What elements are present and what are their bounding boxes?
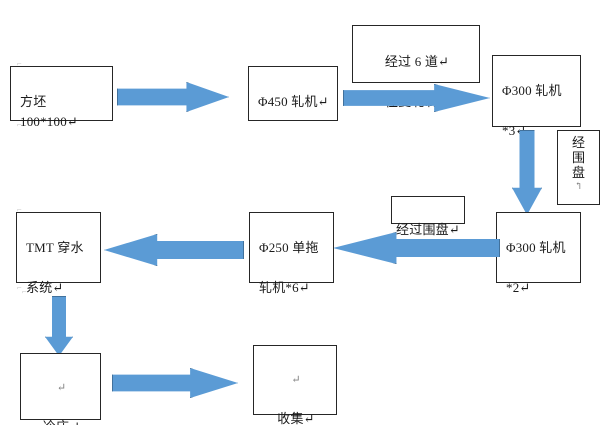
node-cooling-bed-line1: ↵ — [56, 382, 67, 395]
node-collect-line1: ↵ — [291, 374, 301, 387]
coil-note-char-2: 围 — [571, 149, 585, 165]
anchor-mark: ⌐ — [17, 120, 22, 129]
node-tmt-line2: 系统↵ — [26, 280, 64, 296]
arrow-cooling-bed-to-collect — [112, 368, 238, 398]
node-cooling-bed-line2: 冷床↵ — [30, 417, 93, 425]
node-pass-note[interactable]: 经过 6 道↵ 往复轧制↵ — [352, 25, 480, 109]
node-collect[interactable]: ↵ 收集↵ — [253, 345, 337, 425]
arrow-mill300x3-to-mill300x2 — [512, 130, 542, 215]
node-billet[interactable]: 方坯 100*100↵ — [10, 66, 113, 129]
node-collect-line2: 收集↵ — [277, 411, 315, 425]
anchor-mark: ⌐ — [17, 283, 22, 292]
node-mill450-label: Φ450 轧机↵ — [258, 94, 329, 110]
node-coil-note-vertical[interactable]: 经 围 盘 ↰ — [557, 130, 600, 205]
node-billet-label: 方坯 100*100↵ — [20, 94, 78, 130]
node-tmt-line1: TMT 穿水 — [26, 240, 84, 256]
node-tmt[interactable]: TMT 穿水 系统↵ — [16, 212, 101, 295]
arrow-mill300x2-to-mill250x6 — [333, 232, 500, 264]
node-mill300-x3-line1: Φ300 轧机 — [502, 83, 562, 99]
arrow-mill450-to-mill300x3 — [343, 84, 490, 112]
arrow-tmt-to-cooling-bed — [45, 296, 73, 356]
node-cooling-bed[interactable]: ↵ 冷床↵ — [20, 353, 101, 425]
anchor-mark: ⌐ — [22, 287, 27, 296]
node-mill300-x2[interactable]: Φ300 轧机 *2↵ — [496, 212, 581, 295]
node-mill300-x3[interactable]: Φ300 轧机 *3↵ — [492, 55, 581, 138]
node-mill300-x2-line1: Φ300 轧机 — [506, 240, 566, 256]
node-pass-note-line1: 经过 6 道↵ — [384, 54, 450, 70]
node-mill250-x6-line1: Φ250 单拖 — [259, 240, 319, 256]
node-coil-note-label: 经过围盘↵ — [396, 222, 460, 238]
coil-note-char-1: 经 — [571, 135, 585, 150]
node-mill300-x2-line2: *2↵ — [506, 280, 531, 296]
node-mill450[interactable]: Φ450 轧机↵ — [248, 66, 338, 121]
coil-note-char-3: 盘 — [571, 164, 585, 180]
node-coil-note[interactable]: 经过围盘↵ — [391, 196, 465, 237]
arrow-mill250x6-to-tmt — [104, 234, 244, 266]
anchor-mark: ⌐ — [17, 205, 22, 214]
arrow-billet-to-mill450 — [117, 82, 229, 112]
anchor-mark: ⌐ — [17, 59, 22, 68]
node-mill250-x6-line2: 轧机*6↵ — [259, 280, 310, 296]
node-mill250-x6[interactable]: Φ250 单拖 轧机*6↵ — [249, 212, 334, 295]
coil-note-mark: ↰ — [574, 180, 583, 192]
